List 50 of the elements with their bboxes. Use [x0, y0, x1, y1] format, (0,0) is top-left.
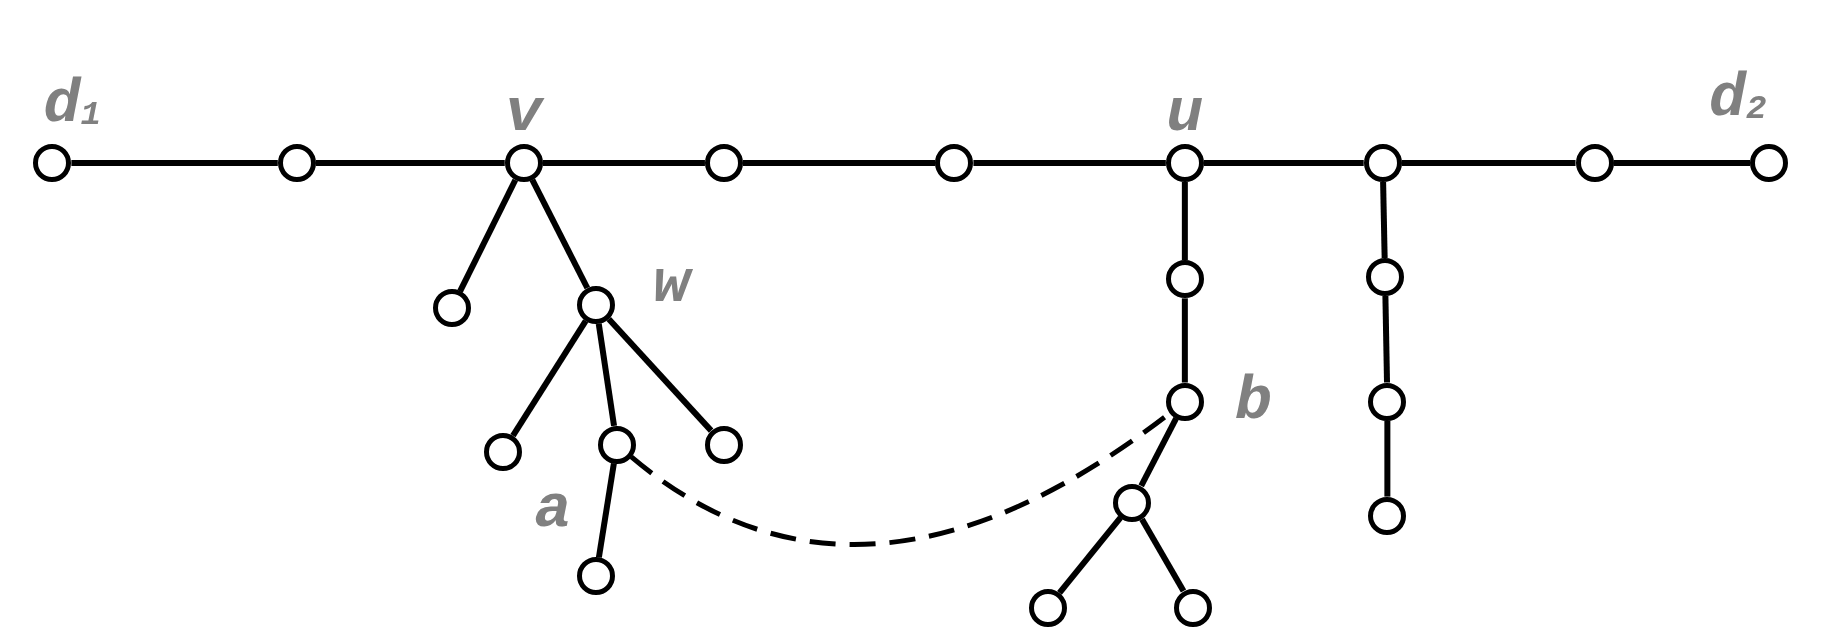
vertex-label: a	[534, 478, 572, 541]
edge-line	[1613, 159, 1751, 166]
graph-vertex	[1028, 588, 1067, 627]
edge-line	[1384, 420, 1391, 497]
graph-vertex	[1750, 143, 1789, 182]
edge-line	[529, 178, 590, 290]
graph-vertex	[1113, 483, 1152, 522]
graph-vertex	[504, 143, 543, 182]
graph-vertex	[277, 143, 316, 182]
graph-vertex	[576, 557, 615, 596]
edge-line	[1380, 181, 1388, 259]
edge-line	[315, 159, 505, 166]
edge-line	[542, 159, 705, 166]
graph-vertex	[1363, 143, 1402, 182]
edge-line	[1203, 159, 1364, 166]
graph-vertex	[1368, 496, 1407, 535]
edge-line	[1181, 298, 1188, 383]
graph-vertex	[1575, 143, 1614, 182]
edge-line	[973, 159, 1166, 166]
edge-line	[1382, 295, 1390, 383]
vertex-label: b	[1234, 370, 1273, 433]
graph-vertex	[1165, 143, 1204, 182]
edge-line	[1057, 515, 1123, 595]
edge-line	[595, 323, 617, 427]
graph-vertex	[1368, 382, 1407, 421]
graph-vertex	[1174, 588, 1212, 627]
edge-line	[595, 462, 617, 558]
graph-vertex	[597, 425, 636, 464]
vertex-label: u	[1166, 83, 1204, 146]
edge-line	[71, 159, 278, 166]
edge-line	[1181, 181, 1188, 261]
edge-line	[1138, 417, 1179, 488]
graph-vertex	[33, 143, 72, 182]
edge-line	[510, 319, 589, 438]
graph-vertex	[704, 425, 743, 464]
edge-line	[457, 178, 518, 293]
graph-vertex	[704, 143, 743, 182]
graph-vertex	[483, 432, 522, 471]
edge-line	[1401, 159, 1576, 166]
vertex-label: w	[652, 254, 691, 317]
edge-line	[1139, 517, 1187, 593]
edge-line	[742, 159, 936, 166]
edge-line	[606, 316, 714, 433]
graph-vertex	[935, 143, 974, 182]
vertex-label: v	[505, 83, 543, 146]
graph-vertex	[1165, 260, 1204, 299]
graph-vertex	[432, 289, 471, 328]
graph-vertex	[1165, 382, 1204, 421]
graph-vertex	[576, 285, 615, 324]
graph-vertex	[1366, 258, 1405, 296]
